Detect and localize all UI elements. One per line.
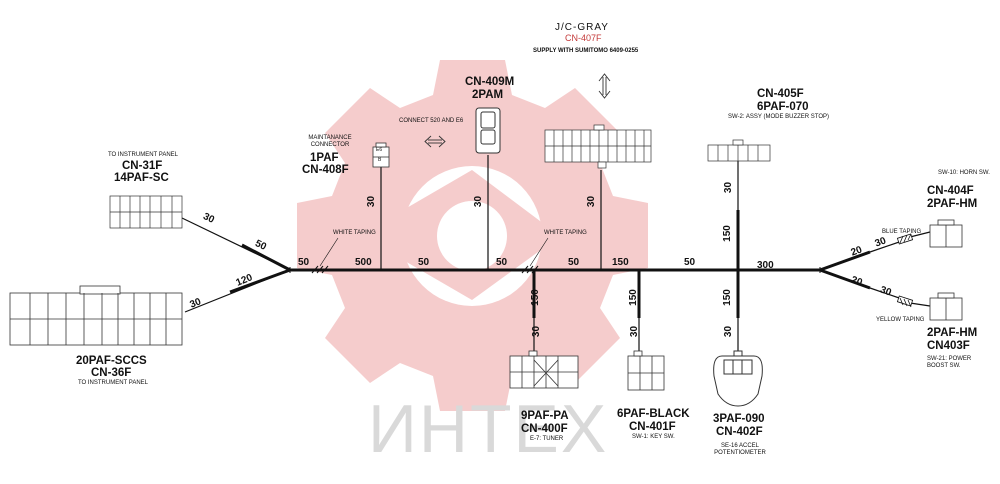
dim-30-cn408: 30 bbox=[366, 195, 378, 208]
blue-taping-label: BLUE TAPING bbox=[882, 229, 922, 235]
dim-150-cn400: 150 bbox=[529, 289, 541, 306]
cn405f-title: CN-405F bbox=[757, 88, 804, 100]
cn409m-title: CN-409M bbox=[465, 76, 515, 88]
cn402f-type: 3PAF-090 bbox=[713, 413, 765, 425]
dim-30-cn402: 30 bbox=[723, 325, 735, 338]
cn31f-type: 14PAF-SC bbox=[114, 172, 169, 184]
lower-branches bbox=[532, 270, 740, 353]
dim-50-trunk-5: 50 bbox=[684, 257, 696, 268]
dim-30-cn405: 30 bbox=[723, 181, 735, 194]
dim-30-cn401: 30 bbox=[629, 325, 641, 338]
cn403f-type: 2PAF-HM bbox=[927, 327, 978, 339]
cn404f-type: 2PAF-HM bbox=[927, 198, 978, 210]
jc-code: CN-407F bbox=[565, 33, 602, 43]
dim-150-cn405: 150 bbox=[721, 225, 733, 242]
dim-50-trunk-4: 50 bbox=[568, 257, 580, 268]
connector-cn409m bbox=[475, 107, 501, 154]
connector-cn405f bbox=[707, 139, 771, 162]
dim-30-jc: 30 bbox=[586, 195, 598, 208]
cn408f-pin-2: B bbox=[378, 157, 382, 163]
cn400f-note: E-7: TUNER bbox=[530, 436, 564, 442]
dim-30-cn400: 30 bbox=[531, 325, 543, 338]
cn400f-type: 9PAF-PA bbox=[521, 410, 569, 422]
connector-cn36f bbox=[9, 285, 183, 346]
connector-cn403f bbox=[929, 292, 963, 321]
white-taping-hatch-1 bbox=[311, 265, 329, 274]
white-taping-leader-2 bbox=[529, 237, 549, 267]
double-arrow-vertical-icon bbox=[598, 73, 611, 99]
cn403f-note: SW-21: POWER BOOST SW. bbox=[927, 356, 972, 369]
jc-title: J/C-GRAY bbox=[555, 22, 609, 33]
connector-cn404f bbox=[929, 219, 963, 248]
cn405f-note: SW-2: ASSY (MODE BUZZER STOP) bbox=[728, 114, 830, 120]
dim-30-cn409: 30 bbox=[473, 195, 485, 208]
cn36f-type: 20PAF-SCCS bbox=[76, 355, 147, 367]
dim-500: 500 bbox=[355, 257, 372, 268]
connector-cn402f bbox=[713, 350, 763, 407]
double-arrow-horizontal-icon bbox=[424, 135, 446, 148]
cn36f-note: TO INSTRUMENT PANEL bbox=[78, 380, 149, 386]
cn402f-note: SE-16 ACCEL POTENTIOMETER bbox=[714, 443, 766, 456]
cn401f-note: SW-1: KEY SW. bbox=[632, 434, 675, 440]
yellow-taping-mark bbox=[896, 295, 914, 308]
connector-cn400f bbox=[509, 350, 579, 389]
cn401f-title: CN-401F bbox=[629, 421, 676, 433]
cn400f-title: CN-400F bbox=[521, 423, 568, 435]
dim-150-cn402: 150 bbox=[721, 289, 733, 306]
white-taping-leader-1 bbox=[319, 237, 339, 267]
dim-50-trunk-3: 50 bbox=[496, 257, 508, 268]
cn408f-pin-1: E6 bbox=[376, 147, 383, 153]
left-branches bbox=[181, 217, 291, 313]
cn409m-type: 2PAM bbox=[472, 89, 504, 101]
cn404f-note: SW-10: HORN SW. bbox=[938, 170, 990, 176]
cn36f-title: CN-36F bbox=[91, 367, 132, 379]
cn408f-note: MAINTANANCE CONNECTOR bbox=[308, 135, 352, 148]
cn405f-type: 6PAF-070 bbox=[757, 101, 809, 113]
cn31f-title: CN-31F bbox=[122, 160, 163, 172]
connect-note: CONNECT 520 AND E6 bbox=[399, 118, 464, 124]
white-taping-label-2: WHITE TAPING bbox=[544, 230, 587, 236]
yellow-taping-label: YELLOW TAPING bbox=[876, 317, 925, 323]
watermark-text: ИНТЕХ bbox=[368, 391, 609, 467]
cn402f-title: CN-402F bbox=[716, 426, 763, 438]
cn31f-note: TO INSTRUMENT PANEL bbox=[108, 152, 179, 158]
cn401f-type: 6PAF-BLACK bbox=[617, 408, 690, 420]
connector-cn31f bbox=[109, 195, 183, 229]
dim-150-trunk: 150 bbox=[612, 257, 629, 268]
connector-cn408f bbox=[372, 142, 390, 168]
cn408f-title: CN-408F bbox=[302, 164, 349, 176]
cn403f-title: CN403F bbox=[927, 340, 970, 352]
dim-150-cn401: 150 bbox=[627, 289, 639, 306]
dim-300: 300 bbox=[757, 260, 774, 271]
cn408f-type: 1PAF bbox=[310, 152, 339, 164]
white-taping-label-1: WHITE TAPING bbox=[333, 230, 376, 236]
jc-note: SUPPLY WITH SUMITOMO 6409-0255 bbox=[533, 48, 639, 54]
dim-50-trunk-2: 50 bbox=[418, 257, 430, 268]
dim-50-trunk-1: 50 bbox=[298, 257, 310, 268]
cn404f-title: CN-404F bbox=[927, 185, 974, 197]
upper-branches bbox=[380, 155, 740, 270]
connector-cn401f bbox=[627, 350, 665, 391]
blue-taping-mark bbox=[896, 233, 914, 245]
connector-jc-gray bbox=[544, 124, 652, 169]
